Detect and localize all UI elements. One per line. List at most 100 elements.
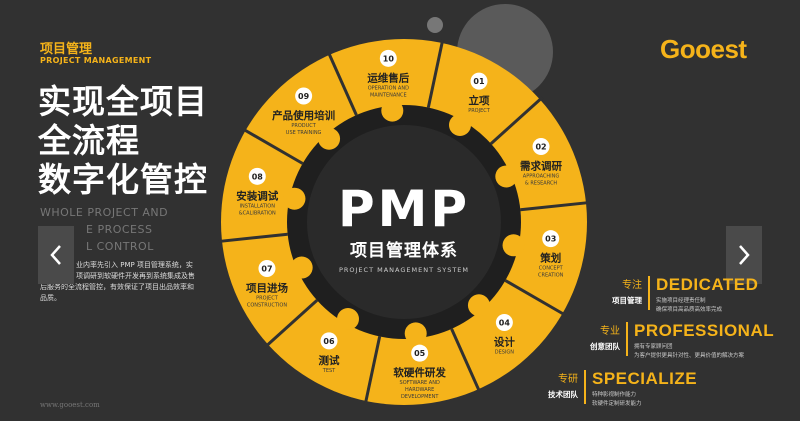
step-subtitle: OPERATION AND [368, 85, 409, 91]
feature-cn: 专研 [558, 374, 578, 385]
feature-sub: 创意团队 [590, 342, 620, 351]
wheel-center-disc [307, 125, 501, 319]
feature-desc-2: 确保项目高品质高效率完成 [656, 307, 723, 313]
feature-desc-1: 拥有专家顾问团 [634, 344, 673, 350]
step-number: 03 [545, 235, 556, 244]
step-title: 设计 [494, 335, 515, 348]
feature-sub: 技术团队 [548, 390, 578, 399]
chevron-right-icon [739, 245, 750, 265]
step-number: 05 [414, 349, 426, 358]
step-badge [320, 332, 338, 350]
step-title: 安装调试 [236, 189, 278, 202]
english-line-1: WHOLE PROJECT AND [40, 206, 169, 219]
feature-desc-1: 实施项目经理责任制 [656, 298, 706, 304]
ring-tab [381, 99, 404, 122]
step-title: 需求调研 [520, 159, 562, 172]
ring-tab [290, 256, 313, 279]
feature-divider [648, 276, 650, 310]
step-subtitle: DESIGN [495, 349, 515, 355]
step-number: 07 [261, 265, 272, 274]
step-subtitle: & RESEARCH [525, 180, 558, 186]
ring-divider [426, 39, 445, 108]
ring-tab [337, 307, 359, 330]
step-number: 01 [473, 77, 485, 86]
ring-dividers [218, 39, 590, 405]
center-subtitle-en: PROJECT MANAGEMENT SYSTEM [339, 266, 469, 274]
ring-divider [242, 127, 304, 165]
step-number: 10 [383, 54, 395, 63]
ring-divider [504, 279, 566, 317]
description-line-4: 品质。 [40, 294, 61, 302]
ring-tab [283, 187, 306, 210]
step-badge [258, 260, 276, 278]
step-subtitle: USE TRAINING [286, 130, 322, 136]
step-title: 策划 [539, 252, 561, 265]
step-badge [379, 49, 397, 67]
ring-tab [502, 234, 525, 257]
step-number: 02 [535, 142, 546, 151]
step-subtitle: DEVELOPMENT [401, 394, 439, 400]
step-badge [495, 313, 513, 331]
step-subtitle: CONCEPT [539, 266, 564, 272]
step-subtitle: APPROACHING [523, 173, 560, 179]
feature-en: DEDICATED [656, 275, 759, 294]
feature-divider [584, 370, 586, 404]
step-subtitle: &CALIBRATION [239, 210, 276, 216]
step-subtitle: PRODUCT [291, 123, 316, 129]
headline-line-1: 实现全项目 [38, 82, 208, 121]
step-badge [532, 137, 550, 155]
feature-divider [626, 322, 628, 356]
step-title: 软硬件研发 [393, 366, 446, 379]
ring-divider [450, 328, 482, 393]
center-subtitle: 项目管理体系 [350, 240, 458, 261]
step-subtitle: INSTALLATION [240, 203, 276, 209]
feature-cn: 专业 [600, 326, 620, 337]
step-title: 项目进场 [246, 282, 288, 295]
ring-divider [489, 96, 544, 145]
feature-desc-2: 为客户提供更具针对性、更具价值的解决方案 [634, 353, 745, 359]
ring-divider [326, 51, 358, 116]
headline-line-3: 数字化管控 [38, 160, 208, 199]
english-line-3: L CONTROL [86, 240, 154, 253]
brand-logo: Gooest [660, 34, 747, 64]
step-number: 06 [323, 337, 335, 346]
feature-desc-1: 特种影视制作能力 [592, 392, 637, 398]
step-title: 测试 [319, 354, 340, 367]
step-badge [470, 72, 488, 90]
ring-divider [363, 336, 382, 405]
english-line-2: E PROCESS [86, 223, 153, 236]
step-subtitle: HARDWARE [405, 387, 434, 393]
step-subtitle: CREATION [538, 273, 564, 279]
description-line-2: 项调研到软硬件开发再到系统集成及售 [76, 272, 195, 280]
step-subtitle: MAINTENANCE [370, 92, 407, 98]
next-button[interactable] [726, 226, 762, 284]
feature-desc-2: 软硬件定制研发能力 [592, 401, 642, 407]
section-tag: 项目管理 [40, 42, 93, 57]
feature-specialize: 专研技术团队 SPECIALIZE 特种影视制作能力软硬件定制研发能力 [548, 370, 697, 409]
step-badge [411, 344, 429, 362]
step-badge [295, 87, 313, 105]
center-title: PMP [338, 180, 470, 238]
step-subtitle: PROJECT [256, 296, 279, 302]
feature-en: SPECIALIZE [592, 369, 698, 388]
step-badge [542, 230, 560, 248]
prev-button[interactable] [38, 226, 74, 284]
ring-tab [449, 114, 471, 137]
step-subtitle: SOFTWARE AND [400, 380, 440, 386]
ring-tab [495, 165, 518, 188]
description-line-1: 业内率先引入 PMP 项目管理系统，实 [76, 261, 193, 269]
section-tag-en: PROJECT MANAGEMENT [40, 56, 152, 65]
